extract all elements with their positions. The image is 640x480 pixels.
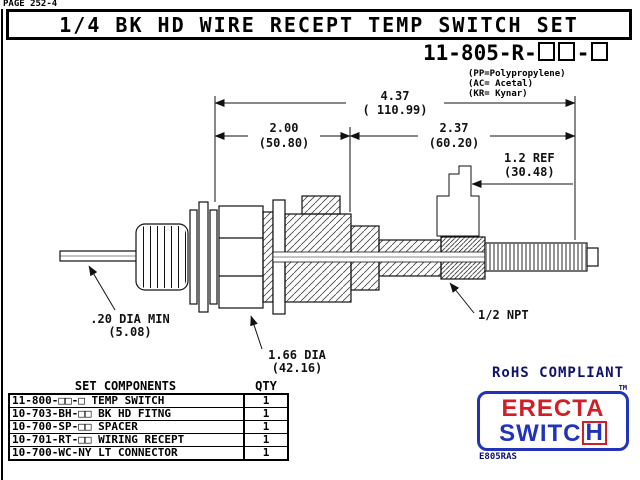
title-bar: 1/4 BK HD WIRE RECEPT TEMP SWITCH SET — [6, 9, 632, 40]
wire-dia-leader — [88, 265, 116, 311]
dimension-label-backers — [248, 88, 490, 152]
component-row: 11-800-□□-□ TEMP SWITCH 1 — [10, 395, 287, 407]
material-note-kr: (KR= Kynar) — [468, 89, 528, 99]
qty-header: QTY — [255, 379, 277, 393]
component-qty: 1 — [262, 433, 270, 446]
part-number-box-3 — [590, 42, 608, 61]
component-part: 11-800-□□-□ TEMP SWITCH — [10, 395, 245, 407]
stepped-profile — [436, 165, 480, 237]
wire-dia-label-1: .20 DIA MIN — [90, 312, 169, 326]
component-part: 10-703-BH-□□ BK HD FITNG — [10, 408, 245, 420]
cable-gland-cap — [135, 223, 189, 291]
material-note-pp: (PP=Polypropylene) — [468, 69, 566, 79]
wire-dia-label-2: (5.08) — [108, 325, 151, 339]
dimension-labels: 4.37 ( 110.99) 2.00 (50.80) 2.37 (60.20)… — [90, 89, 554, 375]
part-number-separator: - — [576, 41, 590, 65]
flange-dia-leader — [250, 315, 263, 350]
body-top-step — [301, 195, 341, 215]
component-row: 10-700-WC-NY LT CONNECTOR 1 — [10, 446, 287, 459]
washer-stack — [189, 201, 218, 313]
material-notes: (PP=Polypropylene) (AC= Acetal) (KR= Kyn… — [468, 69, 566, 99]
npt-leader — [449, 282, 475, 314]
drawing-code: E805RAS — [479, 452, 517, 462]
component-qty: 1 — [262, 394, 270, 407]
trademark-label: TM — [618, 384, 627, 392]
part-number: 11-805-R- - — [423, 41, 609, 65]
dim-overall-in: 4.37 — [381, 89, 410, 103]
component-row: 10-700-SP-□□ SPACER 1 — [10, 420, 287, 433]
dim-left-mm: (50.80) — [259, 136, 310, 150]
switch-assembly — [59, 165, 599, 315]
component-qty: 1 — [262, 446, 270, 459]
switch-body — [284, 213, 352, 303]
logo-word-switch-text: SWITC — [499, 420, 582, 447]
component-row: 10-703-BH-□□ BK HD FITNG 1 — [10, 407, 287, 420]
body-step — [350, 225, 380, 291]
flange-dia-label-1: 1.66 DIA — [268, 348, 327, 362]
part-number-box-1 — [538, 42, 556, 61]
components-title: SET COMPONENTS — [74, 379, 177, 393]
components-grid: 11-800-□□-□ TEMP SWITCH 1 10-703-BH-□□ B… — [8, 393, 289, 461]
dim-left-in: 2.00 — [270, 121, 299, 135]
part-number-box-2 — [558, 42, 576, 61]
components-header: SET COMPONENTS QTY — [8, 379, 289, 393]
logo-word-erecta: ERECTA — [501, 395, 605, 422]
component-qty: 1 — [262, 420, 270, 433]
material-note-ac: (AC= Acetal) — [468, 79, 534, 89]
dimension-lines — [88, 96, 576, 350]
hex-nut — [218, 205, 264, 309]
component-part: 10-701-RT-□□ WIRING RECEPT — [10, 434, 245, 446]
page-left-border — [1, 9, 3, 480]
flange-dia-label-2: (42.16) — [272, 361, 323, 375]
rohs-compliant-label: RoHS COMPLIANT — [492, 365, 625, 381]
dim-overall-mm: ( 110.99) — [362, 103, 427, 117]
page-number: PAGE 252-4 — [3, 0, 58, 9]
dim-right-in: 2.37 — [440, 121, 469, 135]
logo-h-box: H — [582, 421, 607, 445]
probe-shaft — [378, 239, 442, 277]
lead-wire — [59, 250, 141, 262]
part-number-prefix: 11-805-R- — [423, 41, 537, 65]
dim-ref-in: 1.2 REF — [504, 151, 555, 165]
wire-bore — [272, 251, 486, 263]
dim-right-mm: (60.20) — [429, 136, 480, 150]
component-row: 10-701-RT-□□ WIRING RECEPT 1 — [10, 433, 287, 446]
spacer — [262, 211, 274, 303]
sensing-element — [484, 242, 599, 272]
component-qty: 1 — [262, 407, 270, 420]
page-title: 1/4 BK HD WIRE RECEPT TEMP SWITCH SET — [59, 12, 579, 37]
dim-ref-mm: (30.48) — [504, 165, 555, 179]
flange — [272, 199, 286, 315]
thread-label: 1/2 NPT — [478, 308, 529, 322]
component-part: 10-700-SP-□□ SPACER — [10, 421, 245, 433]
set-components-table: SET COMPONENTS QTY 11-800-□□-□ TEMP SWIT… — [8, 379, 289, 461]
npt-threads — [440, 236, 486, 280]
component-part: 10-700-WC-NY LT CONNECTOR — [10, 447, 245, 459]
